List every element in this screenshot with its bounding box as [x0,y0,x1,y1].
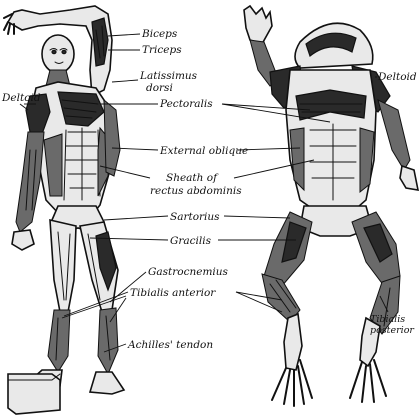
label-gracilis: Gracilis [170,235,212,247]
label-biceps: Biceps [141,28,178,40]
frog-figure [244,6,418,406]
label-latissimus-line2: dorsi [146,82,173,94]
label-pectoralis: Pectoralis [159,98,213,110]
label-tibialis-posterior-line1: Tibialis [370,314,405,325]
label-triceps: Triceps [142,44,182,56]
label-external-oblique: External oblique [159,145,248,157]
label-sheath-line1: Sheath of [166,172,219,184]
label-gastrocnemius: Gastrocnemius [148,266,229,278]
label-tibialis-posterior-line2: posterior [370,325,415,336]
label-tibialis-anterior: Tibialis anterior [130,287,216,299]
human-figure [4,6,124,414]
label-deltoid-frog: Deltoid [377,71,417,83]
label-deltoid-human: Deltoid [1,92,41,104]
label-latissimus-line1: Latissimus [139,70,198,82]
label-achilles-tendon: Achilles' tendon [127,339,213,351]
label-sartorius: Sartorius [170,211,220,223]
label-sheath-line2: rectus abdominis [150,185,242,197]
